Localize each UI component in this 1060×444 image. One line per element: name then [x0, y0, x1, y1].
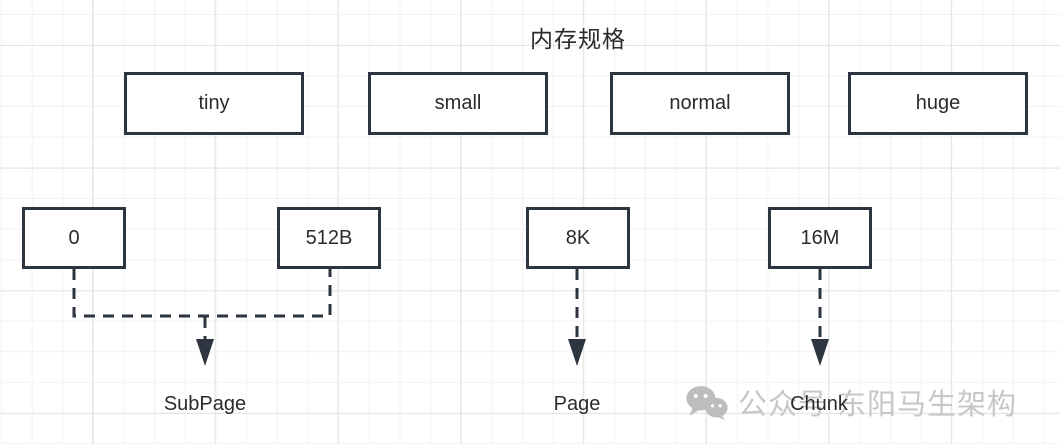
spec-box-huge: huge	[848, 72, 1028, 135]
size-box-8k: 8K	[526, 207, 630, 269]
connector-0-512b-merge	[72, 269, 332, 318]
spec-box-normal: normal	[610, 72, 790, 135]
label-page: Page	[553, 393, 601, 415]
diagram-title: 内存规格	[530, 26, 626, 52]
label-subpage: SubPage	[163, 393, 247, 415]
label-chunk: Chunk	[790, 393, 848, 415]
spec-box-tiny: tiny	[124, 72, 304, 135]
arrowhead-subpage	[196, 339, 214, 366]
size-box-0: 0	[22, 207, 126, 269]
arrowhead-chunk	[811, 339, 829, 366]
size-box-16m: 16M	[768, 207, 872, 269]
arrowhead-page	[568, 339, 586, 366]
size-box-512b: 512B	[277, 207, 381, 269]
spec-box-small: small	[368, 72, 548, 135]
